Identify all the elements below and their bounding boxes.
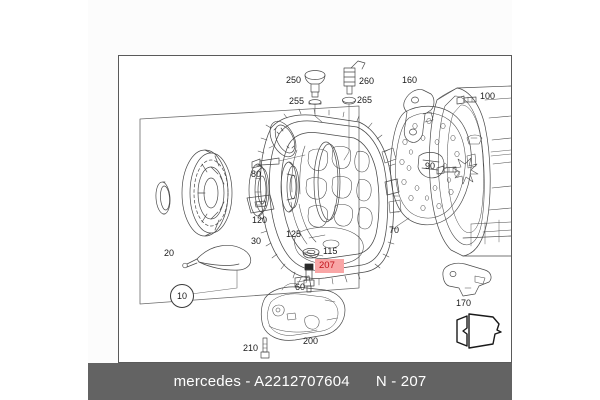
part-number: A2212707604 [254, 373, 350, 390]
callout-250: 250 [286, 75, 302, 85]
part-160-bracket [403, 89, 435, 143]
part-260-sensor [343, 60, 366, 95]
callout-10: 10 [170, 284, 194, 308]
part-255-washer [308, 99, 322, 105]
part-265-seal [342, 96, 356, 105]
kit-box-outline [139, 105, 360, 305]
callout-207-highlighted: 207 [315, 259, 344, 273]
callout-265: 265 [357, 95, 373, 105]
part-250-plug [304, 70, 326, 98]
callout-60: 60 [295, 282, 306, 292]
part-200-valve-body [260, 275, 346, 341]
callout-80: 80 [251, 169, 262, 179]
brand-separator: - [245, 373, 251, 390]
part-170-bracket [442, 262, 492, 297]
part-125-sealing-ring [269, 120, 297, 158]
transmission-case [429, 85, 511, 257]
callout-70: 70 [389, 225, 400, 235]
footer-brand-and-part: mercedes - A2212707604 [174, 373, 350, 390]
callout-120: 120 [252, 215, 268, 225]
footer-bar: mercedes - A2212707604 N - 207 [88, 363, 512, 400]
diagram-linework [139, 60, 511, 359]
callout-260: 260 [359, 76, 375, 86]
part-60-bell-housing [254, 108, 402, 286]
callout-210: 210 [243, 343, 259, 353]
part-20-seal-ring [155, 181, 171, 215]
retaining-clip [182, 245, 252, 271]
sheet-number: N - 207 [375, 373, 427, 390]
callout-170: 170 [456, 298, 472, 308]
part-210-bolt [260, 337, 270, 359]
callout-200: 200 [303, 336, 319, 346]
callout-100: 100 [480, 91, 496, 101]
callout-90: 90 [425, 161, 436, 171]
callout-30: 30 [251, 236, 262, 246]
part-115-seal [302, 248, 320, 259]
callout-125: 125 [286, 229, 302, 239]
part-90-bolt [436, 165, 457, 175]
callout-160: 160 [402, 75, 418, 85]
callout-115: 115 [323, 246, 338, 256]
callout-255: 255 [289, 96, 305, 106]
part-80-bolt [251, 157, 280, 169]
transmission-silhouette [456, 313, 502, 349]
part-20-pump-gear [181, 149, 233, 237]
bearing-race [280, 161, 300, 213]
exploded-diagram: 20 30 10 125 250 255 260 265 80 120 60 1… [118, 55, 512, 363]
brand-label: mercedes [173, 373, 242, 390]
callout-20: 20 [164, 248, 175, 258]
